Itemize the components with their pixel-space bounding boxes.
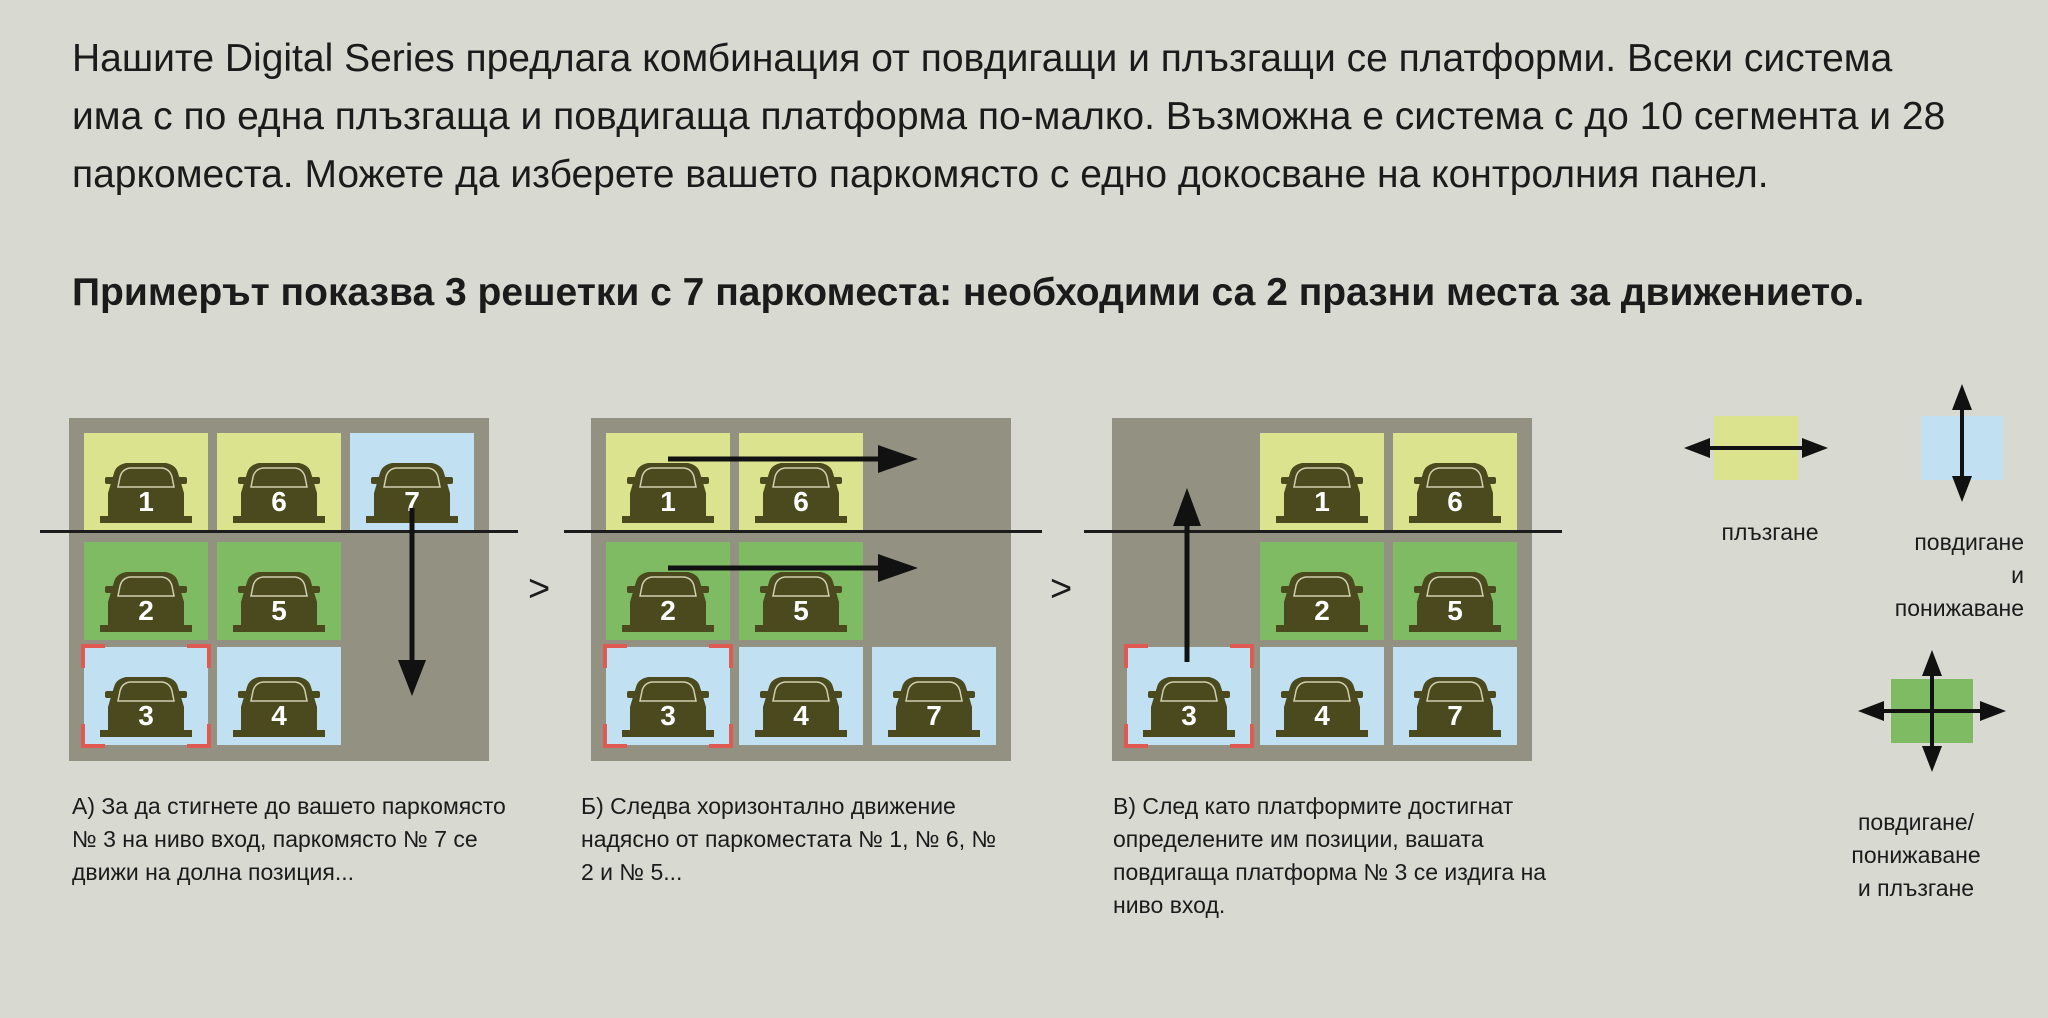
slot-number: 5 — [271, 595, 287, 626]
grid-panel-c: 1 6 2 5 3 4 7 — [1112, 418, 1532, 761]
legend-label-lift: повдигане и понижаване — [1894, 529, 2024, 621]
parking-slot-6: 6 — [739, 433, 863, 531]
car-icon: 3 — [1143, 677, 1235, 737]
car-icon: 5 — [1409, 572, 1501, 632]
parking-slot-4: 4 — [739, 647, 863, 745]
grid-panel-a: 1 6 7 2 5 3 4 — [69, 418, 489, 761]
selection-corner — [187, 644, 211, 668]
parking-slot-3-selected: 3 — [81, 644, 211, 748]
slot-number: 1 — [660, 486, 676, 517]
car-icon: 7 — [366, 463, 458, 523]
slot-number: 3 — [1181, 700, 1197, 731]
parking-slot-6: 6 — [1393, 433, 1517, 531]
legend-lift-slide-icon — [1858, 650, 2006, 772]
parking-slot-1: 1 — [1260, 433, 1384, 531]
caption-step-a: А) За да стигнете до вашето паркомясто №… — [72, 793, 506, 885]
selection-corner — [603, 724, 627, 748]
parking-slot-7: 7 — [1393, 647, 1517, 745]
caption-step-c: В) След като платформите достигнат опред… — [1113, 793, 1547, 918]
parking-slot-5: 5 — [739, 542, 863, 640]
slot-number: 6 — [793, 486, 809, 517]
parking-slot-2: 2 — [606, 542, 730, 640]
legend-slide-icon — [1684, 416, 1828, 480]
car-icon: 3 — [100, 677, 192, 737]
parking-slot-7: 7 — [350, 433, 474, 531]
selection-corner — [1230, 644, 1254, 668]
slot-number: 2 — [660, 595, 676, 626]
parking-slot-7: 7 — [872, 647, 996, 745]
car-icon: 2 — [100, 572, 192, 632]
selection-corner — [81, 724, 105, 748]
entry-level-line — [1084, 530, 1562, 533]
slot-number: 1 — [1314, 486, 1330, 517]
car-icon: 3 — [622, 677, 714, 737]
car-icon: 7 — [888, 677, 980, 737]
intro-text: Нашите Digital Series предлага комбинаци… — [72, 37, 1946, 196]
parking-slot-6: 6 — [217, 433, 341, 531]
selection-corner — [709, 724, 733, 748]
slot-number: 2 — [138, 595, 154, 626]
selection-corner — [709, 644, 733, 668]
slot-number: 2 — [1314, 595, 1330, 626]
parking-slot-5: 5 — [217, 542, 341, 640]
caption-step-b: Б) Следва хоризонтално движение надясно … — [581, 793, 997, 885]
slot-number: 5 — [793, 595, 809, 626]
grid-panel-b: 1 6 2 5 3 4 7 — [591, 418, 1011, 761]
slot-number: 7 — [404, 486, 420, 517]
selection-corner — [1124, 644, 1148, 668]
car-icon: 1 — [100, 463, 192, 523]
slot-number: 6 — [1447, 486, 1463, 517]
slot-number: 4 — [271, 700, 287, 731]
parking-slot-4: 4 — [1260, 647, 1384, 745]
step-separator: > — [528, 568, 551, 610]
selection-corner — [187, 724, 211, 748]
parking-slot-3-selected: 3 — [1124, 644, 1254, 748]
car-icon: 6 — [1409, 463, 1501, 523]
legend-label-lift-slide: повдигане/ понижаване и плъзгане — [1851, 809, 1981, 901]
slot-number: 5 — [1447, 595, 1463, 626]
parking-slot-2: 2 — [84, 542, 208, 640]
parking-slot-2: 2 — [1260, 542, 1384, 640]
selection-corner — [603, 644, 627, 668]
parking-slot-1: 1 — [606, 433, 730, 531]
slot-number: 3 — [660, 700, 676, 731]
slot-number: 1 — [138, 486, 154, 517]
selection-corner — [1230, 724, 1254, 748]
slot-number: 4 — [1314, 700, 1330, 731]
car-icon: 5 — [755, 572, 847, 632]
legend-lift-icon — [1921, 384, 2003, 502]
entry-level-line — [40, 530, 518, 533]
car-icon: 6 — [755, 463, 847, 523]
headline: Примерът показва 3 решетки с 7 паркомест… — [72, 271, 1865, 314]
slot-number: 4 — [793, 700, 809, 731]
parking-slot-3-selected: 3 — [603, 644, 733, 748]
car-icon: 7 — [1409, 677, 1501, 737]
car-icon: 1 — [622, 463, 714, 523]
parking-slot-1: 1 — [84, 433, 208, 531]
car-icon: 4 — [233, 677, 325, 737]
car-icon: 1 — [1276, 463, 1368, 523]
car-icon: 5 — [233, 572, 325, 632]
selection-corner — [1124, 724, 1148, 748]
entry-level-line — [564, 530, 1042, 533]
parking-slot-5: 5 — [1393, 542, 1517, 640]
car-icon: 4 — [1276, 677, 1368, 737]
car-icon: 4 — [755, 677, 847, 737]
car-icon: 6 — [233, 463, 325, 523]
selection-corner — [81, 644, 105, 668]
legend-label-slide: плъзгане — [1721, 519, 1819, 545]
slot-number: 6 — [271, 486, 287, 517]
step-separator: > — [1050, 568, 1073, 610]
slot-number: 7 — [926, 700, 942, 731]
car-icon: 2 — [1276, 572, 1368, 632]
car-icon: 2 — [622, 572, 714, 632]
slot-number: 3 — [138, 700, 154, 731]
parking-slot-4: 4 — [217, 647, 341, 745]
slot-number: 7 — [1447, 700, 1463, 731]
